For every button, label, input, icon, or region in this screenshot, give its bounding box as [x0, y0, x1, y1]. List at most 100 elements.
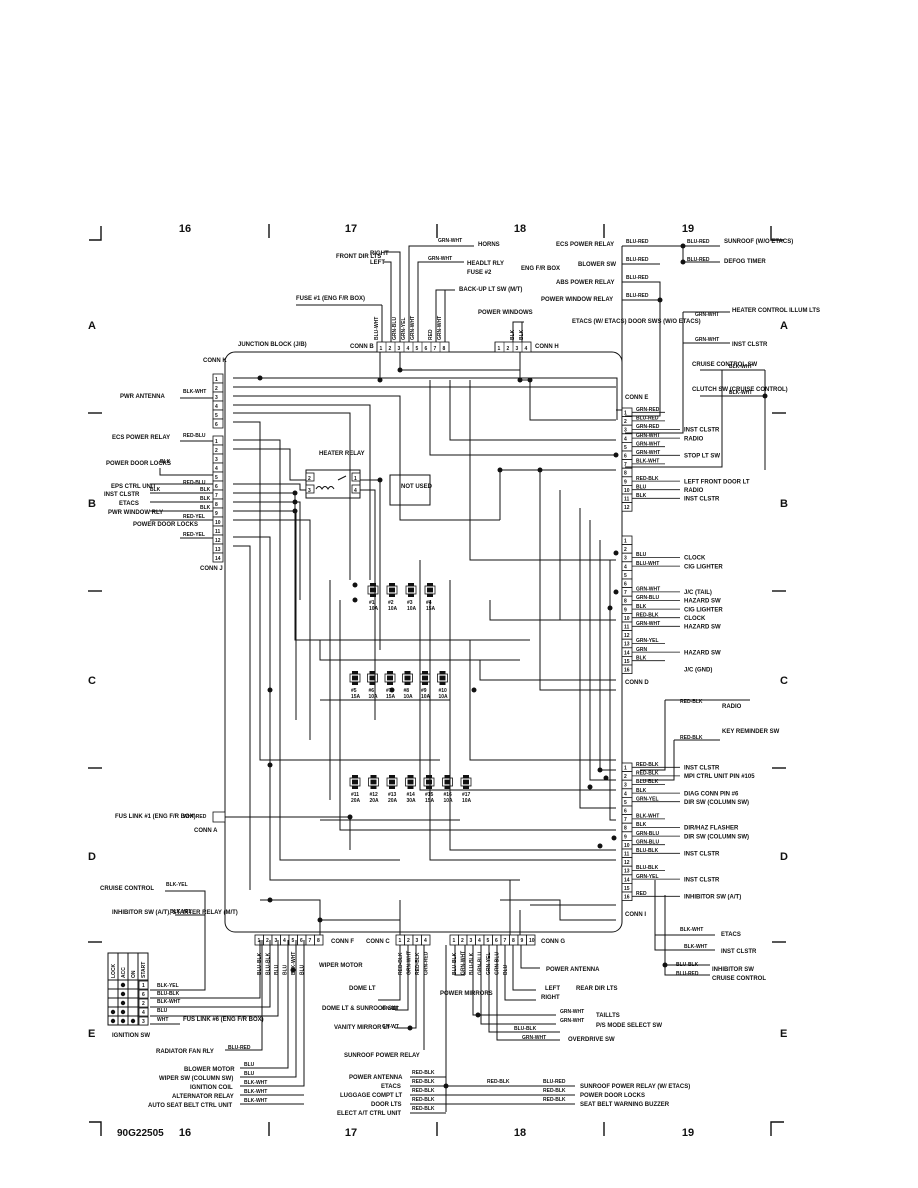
row-label: D — [88, 851, 96, 863]
conn-pin — [421, 934, 431, 946]
wire-label: RED-BLK — [636, 476, 659, 482]
conn-pin — [314, 934, 324, 946]
fuse-body — [439, 671, 446, 685]
pin-number: 2 — [461, 938, 464, 944]
svg-text:ON: ON — [131, 970, 137, 978]
wire-label: BLK-YEL — [170, 909, 192, 915]
wiring — [150, 245, 766, 1114]
inst-clstr-right-label: INST CLSTR — [721, 949, 757, 955]
wire-label: RED-BLK — [543, 1088, 566, 1094]
pin-number: 10 — [215, 520, 221, 526]
pin-number: 3 — [416, 938, 419, 944]
wire-label: BLU-WHT — [374, 317, 380, 340]
fuse-rating: 20A — [388, 798, 398, 804]
wire-label: GRN-WHT — [437, 316, 443, 340]
sunroof-wo-etacs-label: SUNROOF (W/O ETACS) — [724, 239, 793, 245]
wire-label: BLU — [157, 1008, 168, 1014]
wire-label: BLU-WHT — [636, 561, 659, 567]
ignition-coil-label: IGNITION COIL — [190, 1085, 233, 1091]
wire-label: BLK-WHT — [244, 1089, 267, 1095]
col-label: 19 — [682, 1127, 694, 1139]
blower-sw-label: BLOWER SW — [578, 262, 616, 268]
pin-number: 7 — [434, 346, 437, 352]
wire-label: BLK-WHT — [636, 459, 659, 465]
backup-lt-sw-label: BACK-UP LT SW (M/T) — [459, 287, 522, 293]
wire-label: BLK-WHT — [729, 390, 752, 396]
pin-number: 5 — [215, 413, 218, 419]
wire-label: BLK-WHT — [244, 1098, 267, 1104]
wire-label: GN-WT — [382, 1006, 399, 1012]
wire-label: RED-BLK — [412, 1106, 435, 1112]
pwr-antenna-label: PWR ANTENNA — [120, 394, 165, 400]
right-label: RIGHT — [370, 251, 389, 257]
pin-number: 16 — [624, 895, 630, 901]
wiper-motor-label: WIPER MOTOR — [319, 963, 363, 969]
pin-number: 14 — [215, 556, 221, 562]
conn-pin — [621, 664, 633, 675]
pin-number: 5 — [215, 475, 218, 481]
wire-label: RED-BLK — [636, 762, 659, 768]
wire-label: BLU-RED — [687, 239, 710, 245]
destination-label: STOP LT SW — [684, 454, 720, 460]
pin-number: 2 — [624, 547, 627, 553]
pin-number: 12 — [624, 505, 630, 511]
wire-label: RED — [428, 329, 434, 340]
power-window-relay-label: POWER WINDOW RELAY — [541, 297, 613, 303]
conn-g-label: CONN G — [541, 939, 565, 945]
svg-text:CONN B: CONN B — [350, 344, 374, 350]
pin-number: 8 — [317, 938, 320, 944]
wire-label: BLU — [636, 552, 647, 558]
fuse-body — [370, 583, 376, 597]
power-antenna-bottom-label: POWER ANTENNA — [546, 967, 600, 973]
pin-number: 7 — [504, 938, 507, 944]
wire-label: GRN — [636, 647, 648, 653]
wire-label: BLK — [636, 822, 647, 828]
destination-label: CLOCK — [684, 616, 706, 622]
fuse-number: #12 — [370, 792, 379, 798]
fuse-body — [352, 775, 358, 789]
pin-number: 11 — [624, 497, 630, 503]
wire-label: RED-YEL — [183, 532, 205, 538]
wire-label: GRN-WHT — [636, 450, 660, 456]
fuse-body — [408, 583, 414, 597]
pin-number: 7 — [215, 493, 218, 499]
pin-number: 13 — [624, 642, 630, 648]
pin-number: 5 — [416, 346, 419, 352]
wire-label: BLU — [300, 964, 306, 975]
conn-pin — [526, 934, 536, 946]
fuse-blocks: #110A#210A#310A#415A#515A#610A#715A#810A… — [349, 583, 472, 804]
wire-label: BLU-RED — [676, 971, 699, 977]
wire-label: GRN-WHT — [636, 621, 660, 627]
wire-label: RED-BLK — [412, 1079, 435, 1085]
etacs-door-label: ETACS (W/ ETACS) DOOR SWS (W/O ETACS) — [572, 319, 701, 325]
fuse-rating: 10A — [421, 694, 431, 700]
wire-label: GRN-WHT — [428, 256, 452, 262]
heater-relay-label: HEATER RELAY — [319, 451, 365, 457]
destination-label: CIG LIGHTER — [684, 564, 723, 570]
conn-k-label: CONN K — [203, 358, 227, 364]
abs-power-relay-label: ABS POWER RELAY — [556, 280, 614, 286]
wire-label: RED-BLK — [680, 735, 703, 741]
wire-label: RED-YEL — [183, 514, 205, 520]
fuse-number: #17 — [462, 792, 471, 798]
wire-label: BLK-WHT — [244, 1080, 267, 1086]
fuse-number: #3 — [407, 600, 413, 606]
conn-pin — [621, 502, 633, 512]
wire-label: GRN-WHT — [410, 316, 416, 340]
pin-number: 6 — [624, 582, 627, 588]
destination-label: INHIBITOR SW (A/T) — [684, 895, 741, 901]
wire-label: BLU — [244, 1062, 255, 1068]
power-door-locks-label: POWER DOOR LOCKS — [106, 461, 171, 467]
destination-label: DIR SW (COLUMN SW) — [684, 800, 749, 806]
pin-number: 11 — [624, 852, 630, 858]
col-label: 19 — [682, 223, 694, 235]
pin-number: 7 — [624, 817, 627, 823]
wire-label: BLK — [200, 496, 211, 502]
pin-number: 11 — [624, 625, 630, 631]
row-label: A — [88, 320, 96, 332]
wire-label: BLK-WHT — [636, 814, 659, 820]
seat-belt-buzzer-label: SEAT BELT WARNING BUZZER — [580, 1102, 670, 1108]
